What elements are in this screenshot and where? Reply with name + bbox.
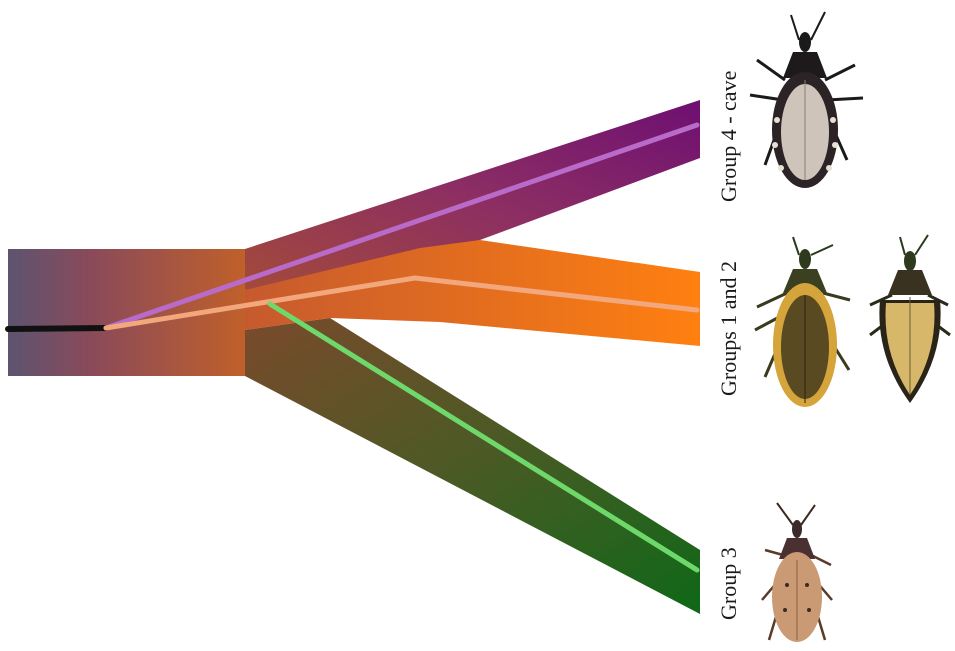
line-group-3 — [270, 304, 697, 570]
label-group-4-cave: Group 4 - cave — [716, 71, 742, 202]
bug-g12-light-icon — [870, 235, 950, 403]
root-line — [8, 328, 106, 329]
label-group-3: Group 3 — [716, 547, 742, 620]
bug-g12-dark-icon — [755, 237, 850, 407]
label-groups-1-and-2: Groups 1 and 2 — [716, 261, 742, 396]
bug-cave-icon — [750, 12, 863, 188]
bug-g3-icon — [762, 503, 832, 642]
branch-group-3 — [245, 318, 700, 614]
